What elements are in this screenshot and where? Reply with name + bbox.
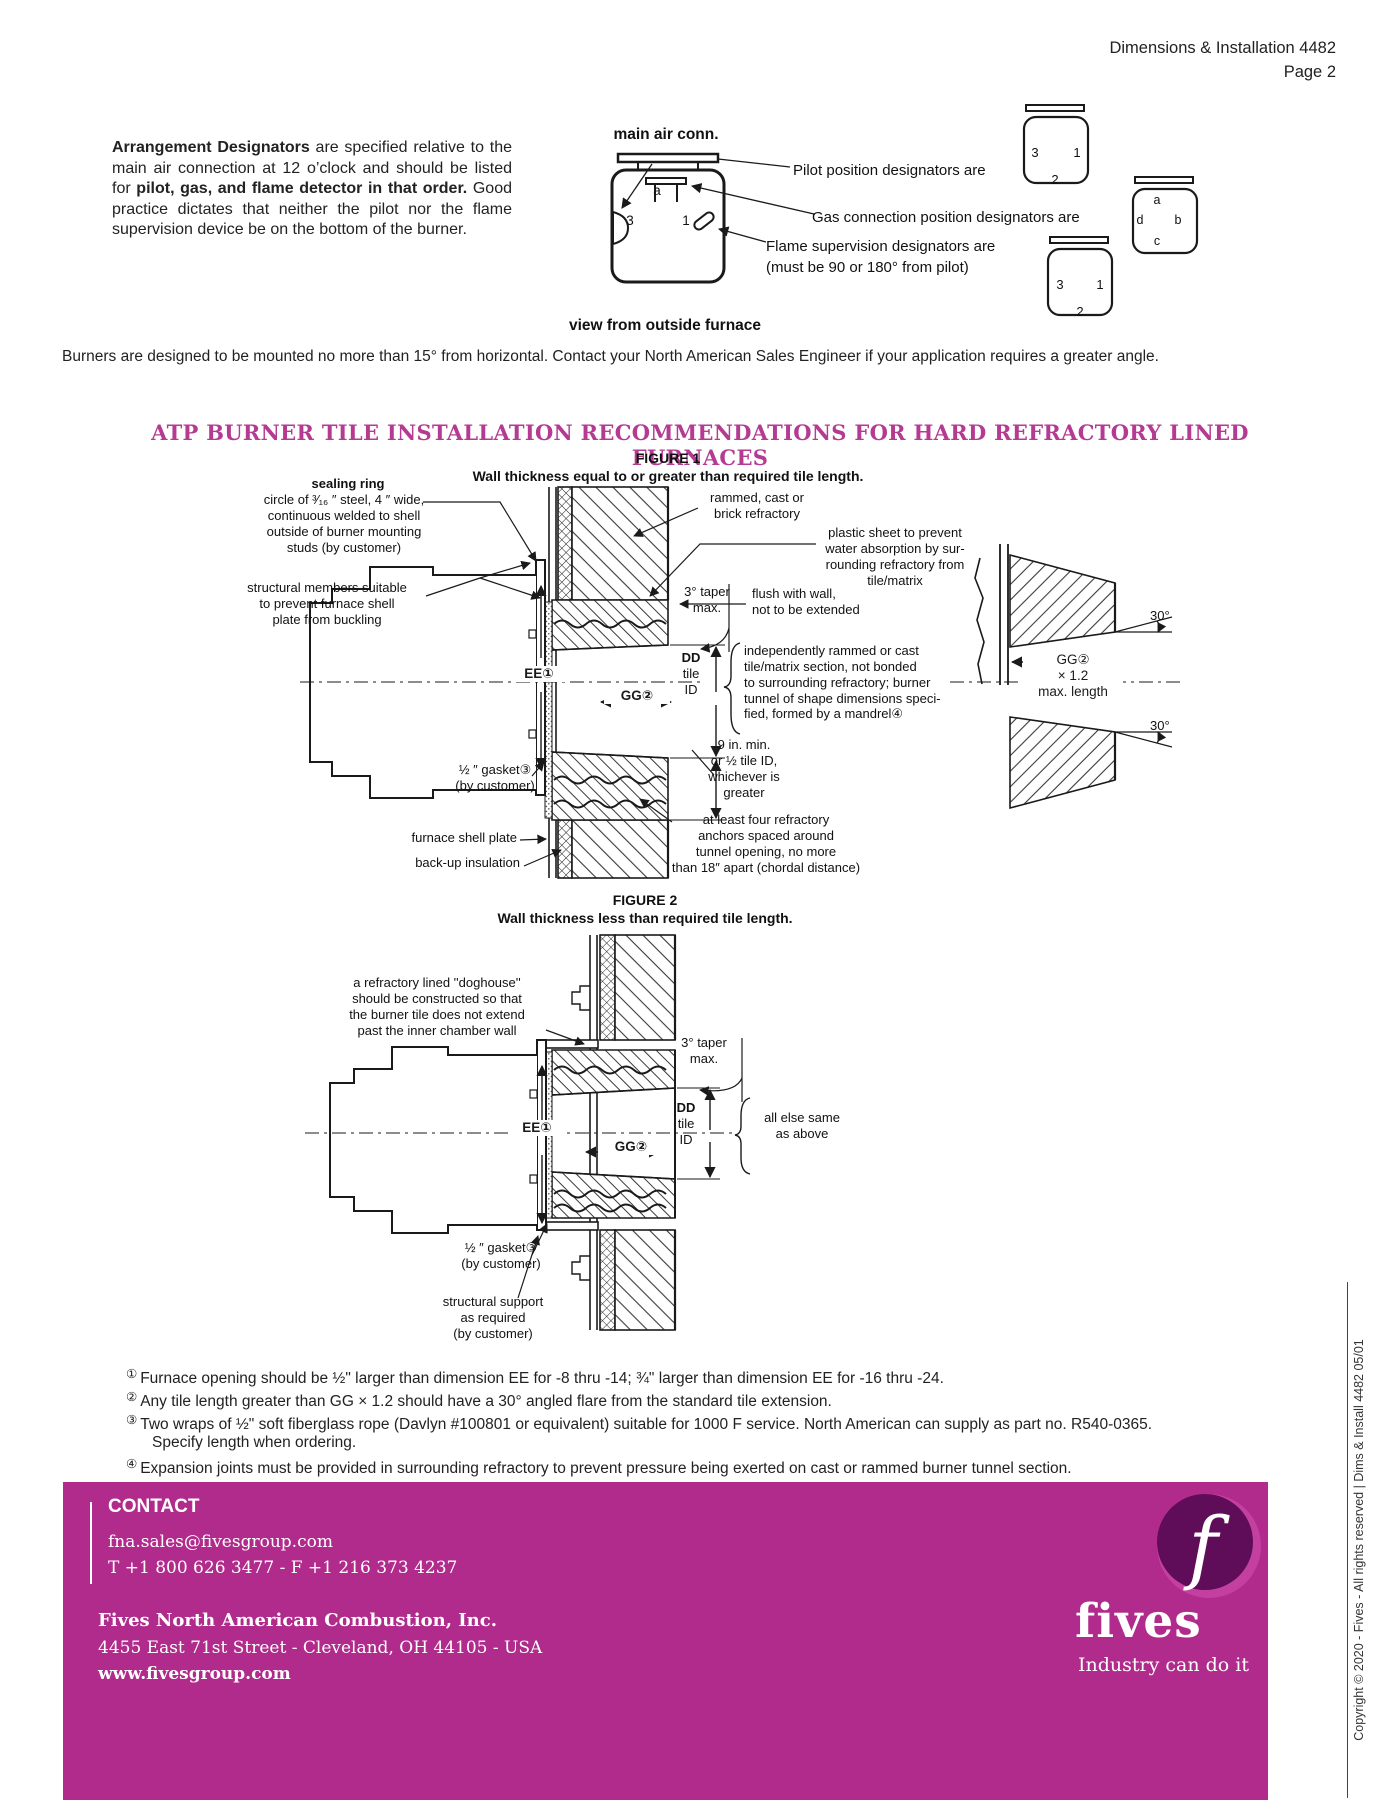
flame-designator-box — [1046, 236, 1114, 317]
mounting-note: Burners are designed to be mounted no mo… — [62, 348, 1159, 365]
figure2-subtitle: Wall thickness less than required tile l… — [497, 910, 793, 926]
pilot-box-3: 3 — [1031, 145, 1039, 160]
f1-nine-in: 9 in. min. or ½ tile ID, whichever is gr… — [708, 737, 780, 800]
pilot-bump — [612, 210, 630, 246]
footnote-4-text: Expansion joints must be provided in sur… — [140, 1460, 1072, 1477]
paragraph-bold-lead: Arrangement Designators — [112, 139, 310, 156]
gas-designator-box — [1131, 176, 1199, 255]
view-caption: view from outside furnace — [568, 317, 762, 334]
page-number: Page 2 — [1283, 63, 1336, 81]
paragraph-text-1: are specified relative to the main air c… — [112, 139, 512, 197]
burner-mark-a: a — [653, 183, 661, 198]
flame-box-1: 1 — [1096, 277, 1104, 292]
f1-gasket: ½ ″ gasket③ (by customer) — [455, 762, 535, 793]
figure1-title: FIGURE 1 — [635, 450, 701, 466]
designator-diagram — [610, 104, 1199, 317]
f1-dd-rest: tile ID — [682, 665, 700, 697]
flame-box-2: 2 — [1076, 304, 1084, 319]
company-address: 4455 East 71st Street - Cleveland, OH 44… — [98, 1638, 543, 1658]
gas-box-b: b — [1174, 213, 1182, 227]
pilot-label: Pilot position designators are — [793, 162, 986, 179]
f1-anchors: at least four refractory anchors spaced … — [671, 812, 861, 875]
paragraph-text-2: Good practice dictates that neither the … — [112, 180, 512, 238]
footnote-3-text: Two wraps of ½" soft fiberglass rope (Da… — [140, 1416, 1153, 1433]
contact-email[interactable]: fna.sales@fivesgroup.com — [108, 1532, 333, 1552]
f1-backup-insulation: back-up insulation — [415, 855, 520, 870]
doc-title: Dimensions & Installation 4482 — [1109, 39, 1336, 57]
footnote-3-num: ③ — [126, 1412, 138, 1427]
f2-all-else: all else same as above — [764, 1110, 840, 1141]
contact-heading: CONTACT — [108, 1496, 200, 1517]
pilot-box-1: 1 — [1073, 145, 1081, 160]
figure1-drawing — [300, 486, 1185, 879]
page-header: Dimensions & Installation 4482 Page 2 — [1016, 36, 1336, 84]
f2-taper: 3° taper max. — [681, 1035, 727, 1066]
fives-logo-mark: f — [1157, 1494, 1261, 1598]
f1-structural-members: structural members suitable to prevent f… — [247, 580, 407, 627]
section-heading: ATP BURNER TILE INSTALLATION RECOMMENDAT… — [151, 420, 1249, 470]
f2-support: structural support as required (by custo… — [442, 1294, 544, 1341]
f1-angle-top: 30° — [1150, 608, 1170, 623]
footnote-3-line2: Specify length when ordering. — [152, 1434, 357, 1451]
gas-box-d: d — [1136, 213, 1144, 227]
flame-label: Flame supervision designators are (must … — [766, 238, 996, 276]
f1-dd-bold: DD — [681, 650, 701, 665]
footnote-2-num: ② — [126, 1389, 138, 1404]
f2-dd-rest: tile ID — [677, 1115, 695, 1147]
f1-rammed-refractory: rammed, cast or brick refractory — [710, 490, 804, 521]
copyright-rule — [1347, 1282, 1348, 1798]
figure2-title: FIGURE 2 — [612, 892, 678, 908]
company-name: Fives North American Combustion, Inc. — [98, 1610, 497, 1631]
f2-dim-gg: GG② — [598, 1139, 664, 1156]
footnote-4-num: ④ — [126, 1456, 138, 1471]
paragraph-bold-order: pilot, gas, and flame detector in that o… — [136, 180, 468, 197]
gas-box-a: a — [1153, 193, 1161, 207]
gas-box-c: c — [1153, 234, 1161, 248]
f1-angle-bottom: 30° — [1150, 718, 1170, 733]
copyright-vertical: Copyright © 2020 - Fives - All rights re… — [1352, 1339, 1366, 1741]
footnote-1-num: ① — [126, 1366, 138, 1381]
f1-shell-plate: furnace shell plate — [411, 830, 517, 845]
contact-rule — [90, 1502, 92, 1584]
f2-dim-ee: EE① — [510, 1120, 564, 1137]
f2-dd-bold: DD — [676, 1100, 696, 1115]
contact-phone: T +1 800 626 3477 - F +1 216 373 4237 — [108, 1558, 458, 1578]
f2-doghouse: a refractory lined ''doghouse'' should b… — [349, 975, 525, 1038]
fives-tagline: Industry can do it — [1078, 1654, 1249, 1676]
burner-mark-1: 1 — [682, 213, 690, 228]
footer-band: CONTACT fna.sales@fivesgroup.com T +1 80… — [63, 1482, 1268, 1800]
f1-dim-gg: GG② — [604, 688, 670, 705]
burner-mark-3: 3 — [626, 213, 634, 228]
f1-plastic-sheet: plastic sheet to prevent water absorptio… — [825, 525, 965, 588]
f1-taper: 3° taper max. — [684, 584, 730, 615]
f1-sealing-ring-title: sealing ring — [311, 476, 385, 491]
f2-gasket: ½ ″ gasket③ (by customer) — [461, 1240, 541, 1271]
arrangement-paragraph: Arrangement Designators are specified re… — [112, 138, 512, 241]
f1-sealing-ring-body: circle of ³⁄₁₆ ″ steel, 4 ″ wide, contin… — [263, 492, 425, 555]
f1-dim-ee: EE① — [512, 666, 566, 683]
footnote-2-text: Any tile length greater than GG × 1.2 sh… — [140, 1393, 832, 1410]
footnote-1-text: Furnace opening should be ½" larger than… — [140, 1370, 944, 1387]
flame-box-3: 3 — [1056, 277, 1064, 292]
f1-flush: flush with wall, not to be extended — [752, 586, 860, 617]
fives-wordmark: fives — [1075, 1594, 1202, 1649]
company-website[interactable]: www.fivesgroup.com — [98, 1664, 291, 1684]
flame-device — [693, 211, 715, 231]
f1-detail-gg: GG② × 1.2 max. length — [1023, 652, 1123, 701]
pilot-designator-box — [1022, 104, 1090, 185]
gas-label: Gas connection position designators are — [812, 209, 1080, 226]
f1-independent: independently rammed or cast tile/matrix… — [744, 643, 941, 722]
main-air-label: main air conn. — [613, 126, 719, 143]
pilot-box-2: 2 — [1051, 172, 1059, 187]
figure1-subtitle: Wall thickness equal to or greater than … — [472, 468, 864, 484]
